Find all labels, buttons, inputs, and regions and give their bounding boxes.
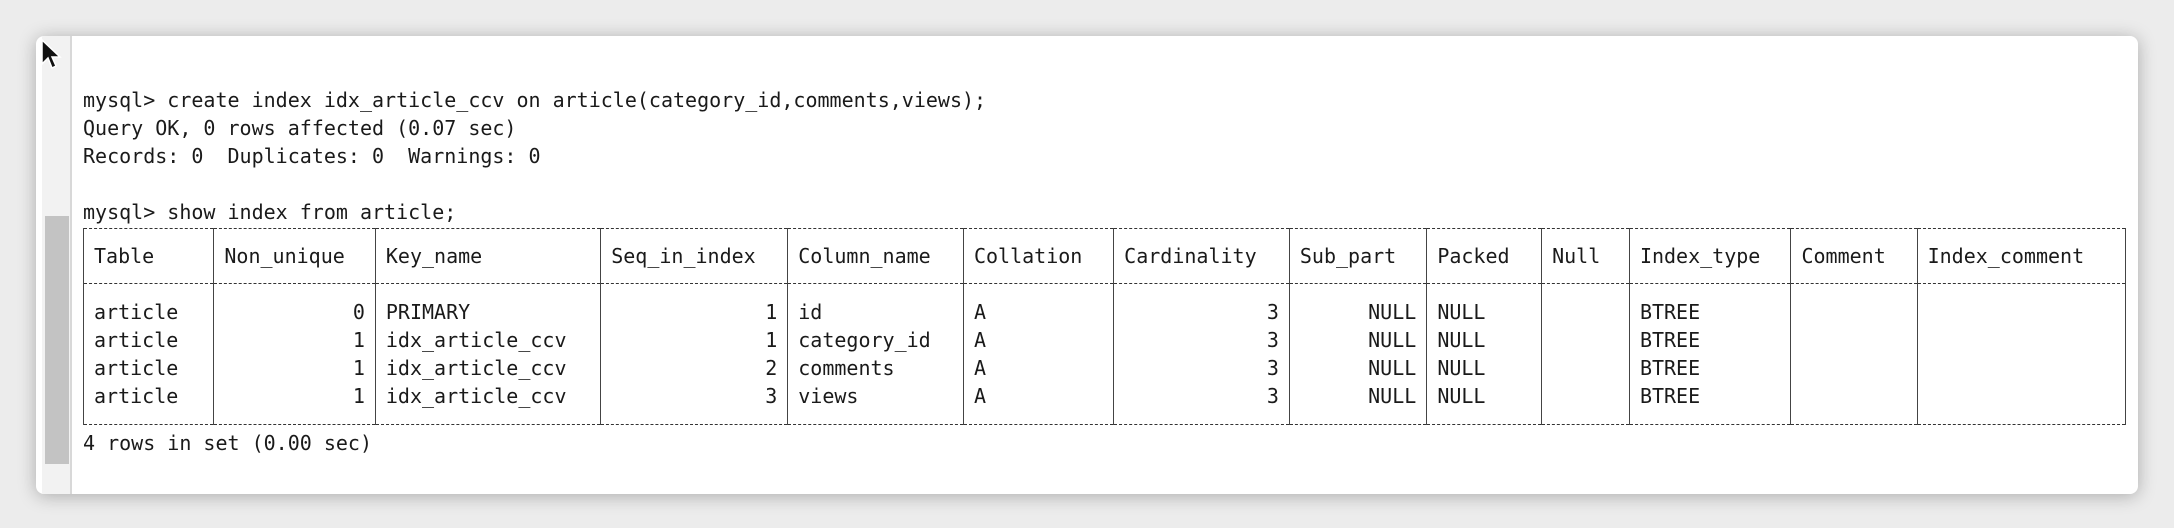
command-line: mysql> show index from article; bbox=[83, 200, 457, 224]
output-line: Records: 0 Duplicates: 0 Warnings: 0 bbox=[83, 144, 541, 168]
column-header: Seq_in_index bbox=[600, 228, 789, 284]
column-header: Index_type bbox=[1628, 228, 1792, 284]
column-header: Comment bbox=[1790, 228, 1918, 284]
table-cell: article bbox=[82, 354, 215, 382]
column-header: Collation bbox=[962, 228, 1115, 284]
command-line: mysql> create index idx_article_ccv on a… bbox=[83, 88, 987, 112]
table-cell bbox=[1541, 354, 1630, 382]
table-cell: BTREE bbox=[1628, 382, 1792, 425]
table-cell: category_id bbox=[787, 326, 964, 354]
console-output: mysql> create index idx_article_ccv on a… bbox=[82, 86, 2127, 486]
result-summary: 4 rows in set (0.00 sec) bbox=[83, 431, 372, 455]
table-cell bbox=[1790, 326, 1918, 354]
table-cell: article bbox=[82, 382, 215, 425]
table-header-row: Table Non_unique Key_name Seq_in_index C… bbox=[82, 228, 2127, 284]
table-cell bbox=[1541, 382, 1630, 425]
table-cell: A bbox=[962, 283, 1115, 326]
table-cell bbox=[1790, 354, 1918, 382]
table-cell: 1 bbox=[600, 326, 789, 354]
table-cell: article bbox=[82, 326, 215, 354]
table-cell: A bbox=[962, 382, 1115, 425]
column-header: Sub_part bbox=[1288, 228, 1428, 284]
table-cell: 2 bbox=[600, 354, 789, 382]
table-cell: NULL bbox=[1288, 283, 1428, 326]
column-header: Index_comment bbox=[1916, 228, 2127, 284]
mouse-pointer-icon bbox=[41, 38, 62, 70]
table-cell: A bbox=[962, 354, 1115, 382]
table-row: article 1 idx_article_ccv 1 category_id … bbox=[82, 326, 2127, 354]
column-header: Null bbox=[1541, 228, 1630, 284]
table-cell: idx_article_ccv bbox=[374, 382, 602, 425]
table-cell: NULL bbox=[1426, 326, 1543, 354]
table-cell bbox=[1916, 382, 2127, 425]
table-cell bbox=[1916, 283, 2127, 326]
table-cell: comments bbox=[787, 354, 964, 382]
table-cell: A bbox=[962, 326, 1115, 354]
table-cell: article bbox=[82, 283, 215, 326]
table-row: article 1 idx_article_ccv 2 comments A 3… bbox=[82, 354, 2127, 382]
table-cell bbox=[1790, 382, 1918, 425]
column-header: Table bbox=[82, 228, 215, 284]
table-cell: NULL bbox=[1288, 354, 1428, 382]
column-header: Column_name bbox=[787, 228, 964, 284]
table-cell: NULL bbox=[1288, 382, 1428, 425]
table-cell bbox=[1916, 326, 2127, 354]
table-cell bbox=[1541, 326, 1630, 354]
table-cell: 0 bbox=[213, 283, 376, 326]
table-cell: 1 bbox=[213, 354, 376, 382]
table-cell bbox=[1916, 354, 2127, 382]
table-row: article 0 PRIMARY 1 id A 3 NULL NULL BTR… bbox=[82, 283, 2127, 326]
table-cell: NULL bbox=[1426, 354, 1543, 382]
column-header: Packed bbox=[1426, 228, 1543, 284]
table-cell: idx_article_ccv bbox=[374, 326, 602, 354]
table-cell: 3 bbox=[600, 382, 789, 425]
table-cell: views bbox=[787, 382, 964, 425]
output-line: Query OK, 0 rows affected (0.07 sec) bbox=[83, 116, 517, 140]
table-cell: 1 bbox=[600, 283, 789, 326]
table-cell: 3 bbox=[1113, 283, 1290, 326]
table-cell: NULL bbox=[1426, 382, 1543, 425]
column-header: Cardinality bbox=[1113, 228, 1290, 284]
table-cell: BTREE bbox=[1628, 326, 1792, 354]
table-cell: NULL bbox=[1426, 283, 1543, 326]
blank-line bbox=[83, 170, 2123, 198]
table-cell bbox=[1541, 283, 1630, 326]
terminal-window: mysql> create index idx_article_ccv on a… bbox=[36, 36, 2138, 494]
table-cell: 1 bbox=[213, 382, 376, 425]
result-table-wrapper: Table Non_unique Key_name Seq_in_index C… bbox=[82, 228, 2127, 425]
result-table: Table Non_unique Key_name Seq_in_index C… bbox=[82, 228, 2127, 425]
table-cell: idx_article_ccv bbox=[374, 354, 602, 382]
table-cell: BTREE bbox=[1628, 354, 1792, 382]
table-cell: 3 bbox=[1113, 382, 1290, 425]
table-cell: id bbox=[787, 283, 964, 326]
table-cell: PRIMARY bbox=[374, 283, 602, 326]
column-header: Key_name bbox=[374, 228, 602, 284]
table-cell: 3 bbox=[1113, 354, 1290, 382]
scrollbar-thumb[interactable] bbox=[45, 216, 69, 464]
table-cell: 3 bbox=[1113, 326, 1290, 354]
table-cell: BTREE bbox=[1628, 283, 1792, 326]
table-row: article 1 idx_article_ccv 3 views A 3 NU… bbox=[82, 382, 2127, 425]
table-cell bbox=[1790, 283, 1918, 326]
table-cell: 1 bbox=[213, 326, 376, 354]
column-header: Non_unique bbox=[213, 228, 376, 284]
table-cell: NULL bbox=[1288, 326, 1428, 354]
